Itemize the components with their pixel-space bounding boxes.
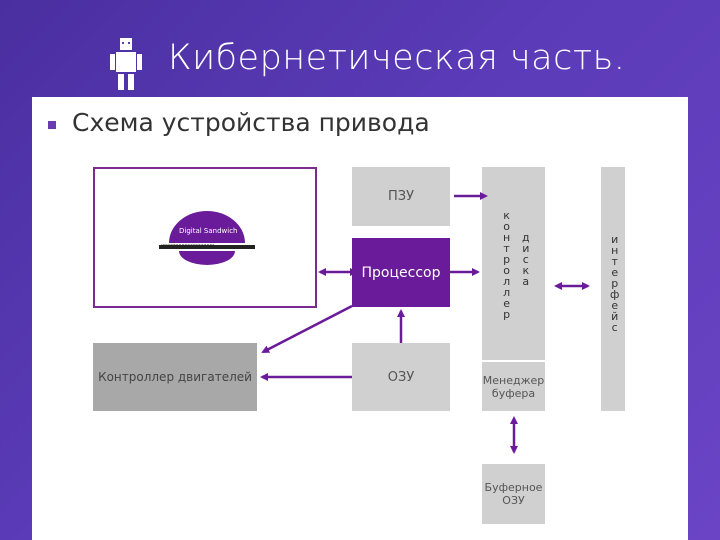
disk-vertical-label: д и с к а: [522, 231, 530, 288]
buffer-ozu-label: Буферное ОЗУ: [484, 481, 543, 507]
ozu-block: ОЗУ: [352, 343, 450, 411]
buffer-manager-block: Менеджер буфера: [482, 362, 545, 411]
processor-label: Процессор: [361, 264, 441, 281]
bullet-text: Схема устройства привода: [72, 108, 430, 137]
header: Кибернетическая часть.: [0, 0, 720, 96]
image-frame: Digital Sandwich ХХХХХХХХХХХХХХХХХ: [93, 167, 317, 308]
controller-vertical-label: к о н т р о л л е р: [503, 209, 511, 321]
ozu-label: ОЗУ: [387, 369, 415, 385]
digital-sandwich-logo: [159, 211, 255, 265]
disk-controller-block: [482, 167, 545, 360]
buffer-ozu-block: Буферное ОЗУ: [482, 464, 545, 524]
logo-subtext: ХХХХХХХХХХХХХХХХХ: [161, 244, 215, 250]
processor-block: Процессор: [352, 238, 450, 307]
robot-icon: [110, 38, 142, 90]
logo-text: Digital Sandwich: [179, 227, 238, 235]
pzu-block: ПЗУ: [352, 167, 450, 226]
interface-vertical-label: и н т е р ф е й с: [610, 233, 620, 334]
bullet-marker: [48, 121, 56, 129]
motor-controller-block: Контроллер двигателей: [93, 343, 257, 411]
pzu-label: ПЗУ: [387, 189, 415, 204]
arrow-processor-to-motor: [261, 304, 353, 354]
buffer-manager-label: Менеджер буфера: [482, 373, 545, 400]
motor-controller-label: Контроллер двигателей: [98, 370, 252, 384]
interface-block: [601, 167, 625, 411]
page-title: Кибернетическая часть.: [168, 38, 626, 78]
